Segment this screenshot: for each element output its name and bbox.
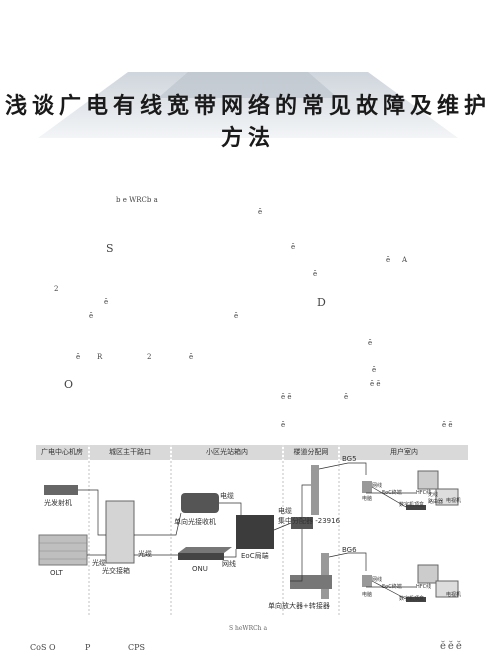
diagram-header: 广电中心机房 [41,448,83,456]
label-network-cable: 网线 [372,483,383,489]
body-text: O [64,378,74,391]
body-text: ĕ [344,393,349,401]
label-bg5: BG5 [342,455,357,463]
label-set-top-box: 数字机顶盒 [399,502,425,508]
fiber-cabinet-icon [105,500,135,564]
label-transmitter: 光发射机 [44,499,72,507]
label-bg6: BG6 [342,546,357,554]
body-text: b e WRCb a [116,196,158,204]
body-text: A [402,256,408,264]
eoc-head-icon [236,515,274,549]
body-text: ĕ [234,312,239,320]
body-text: ĕ [76,353,81,361]
optical-receiver-icon [181,493,219,513]
body-text: ĕ [313,270,318,278]
label-network-cable: 网线 [222,560,236,568]
body-text: ĕ [104,298,109,306]
page-number: ĕĕĕ [440,641,464,652]
label-hfc: HFC线 [416,584,432,590]
olt-rack-icon [38,534,88,566]
label-fiber: 光缆 [92,559,106,567]
label-eoc-terminal: EoC终端 [382,490,402,496]
tv-icon [417,470,439,490]
label-computer: 电脑 [362,592,373,598]
label-optical-receiver: 单向光接收机 [174,518,216,526]
amplifier-icon [290,575,332,589]
body-text: ĕ [291,243,296,251]
body-text: ĕ [89,312,94,320]
footer-text: P [85,643,91,652]
label-amplifier: 单向放大器+转接器 [268,602,330,610]
title-banner [38,72,458,138]
diagram-header: 用户室内 [390,448,418,456]
label-cable: 电缆 [278,507,292,515]
label-eoc-head: EoC局端 [241,552,269,560]
label-wireless-router: 无线 路由器 [428,492,444,505]
body-text: ĕ [386,256,391,264]
set-top-box-icon [406,505,426,510]
label-onu: ONU [192,565,208,573]
body-text: ĕ ĕ [370,380,381,388]
optical-transmitter-icon [44,485,78,495]
footer-left: CoS O [30,643,56,652]
diagram-header: 楼道分配网 [293,448,329,456]
body-text: ĕ [258,208,263,216]
body-text: ĕ ĕ [281,393,292,401]
splitter-icon [311,465,319,515]
label-splitter: 集中分配器 -23916 [278,517,341,525]
body-text: ĕ [372,366,377,374]
label-eoc-terminal: EoC终端 [382,584,402,590]
figure-caption: S heWRCh a [228,625,268,632]
label-fiber-box: 光交接箱 [102,567,130,575]
body-text: 2 [147,353,152,361]
body-text: S [106,242,114,255]
onu-icon [178,547,232,553]
diagram-header: 城区主干路口 [109,448,151,456]
body-text: 2 [54,285,59,293]
label-cable: 电缆 [220,492,234,500]
diagram-graphics [36,445,468,615]
label-fiber: 光缆 [138,550,152,558]
label-tv: 电视机 [446,498,462,504]
diagram-header: 小区光站箱内 [206,448,248,456]
label-network-cable: 网线 [372,577,383,583]
body-text: ĕ [189,353,194,361]
footer-text: CPS [128,643,145,652]
body-text: R [97,353,103,361]
label-tv: 电视机 [446,592,462,598]
computer-icon [362,481,372,493]
label-computer: 电脑 [362,496,373,502]
label-olt: OLT [50,569,63,577]
network-diagram: 广电中心机房 城区主干路口 小区光站箱内 楼道分配网 用户室内 光发射机 OLT… [36,445,468,615]
distribution-amplifier-icon [291,517,313,529]
body-text: D [317,296,326,309]
label-set-top-box: 数字机顶盒 [399,596,425,602]
label-hfc: HFC线 [416,490,432,496]
body-text: ĕ ĕ [442,421,453,429]
body-text: ĕ [281,421,286,429]
body-text: ĕ [368,339,373,347]
article-title: 浅谈广电有线宽带网络的常见故障及维护方法 [4,94,491,151]
